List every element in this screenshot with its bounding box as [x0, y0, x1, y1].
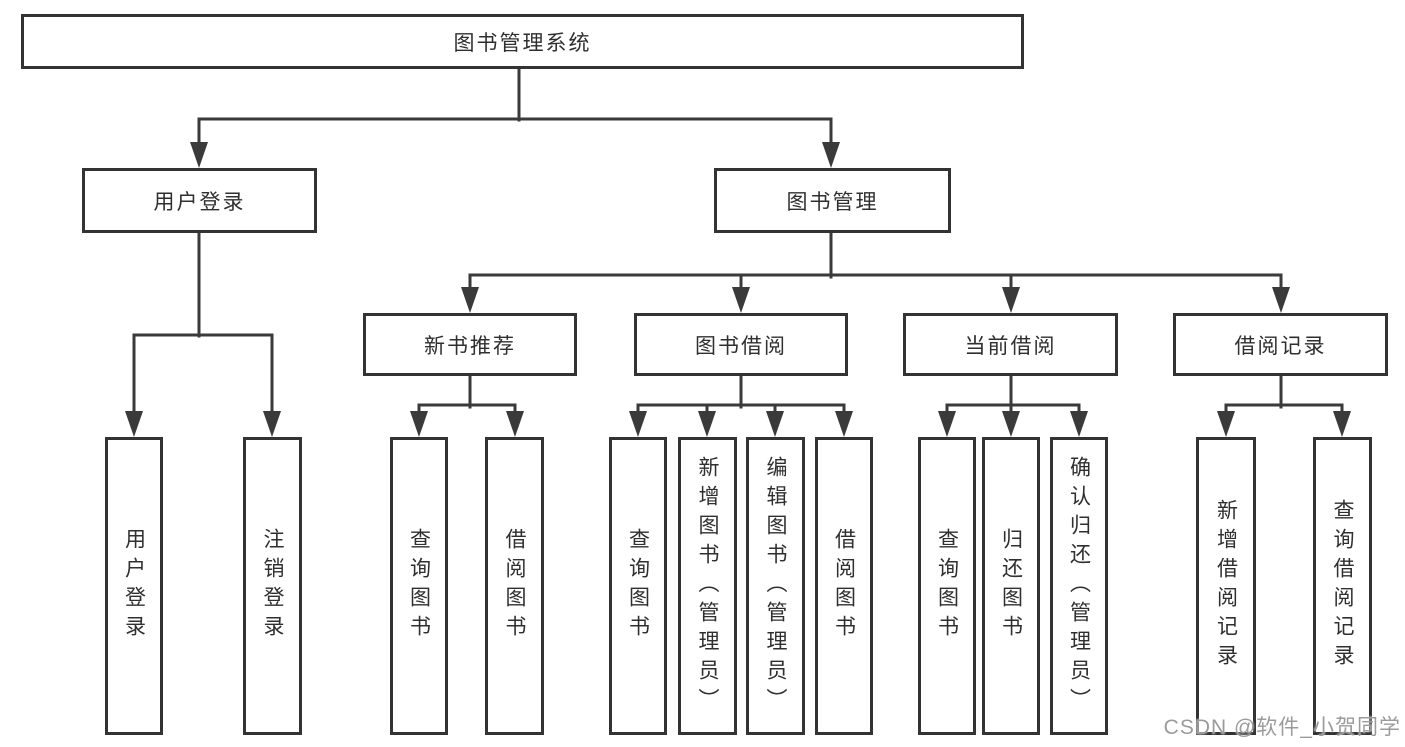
leaf-label: 查询图书 — [407, 528, 431, 644]
node-root-system: 图书管理系统 — [21, 14, 1024, 69]
leaf-label: 归还图书 — [999, 528, 1023, 644]
node-borrow-records: 借阅记录 — [1173, 313, 1388, 376]
leaf-query-books-1: 查询图书 — [390, 437, 448, 735]
leaf-label: 新增图书（管理员） — [696, 455, 719, 717]
leaf-query-books-3: 查询图书 — [918, 437, 976, 735]
leaf-label: 确认归还（管理员） — [1067, 455, 1091, 717]
connector-root-to-level2 — [190, 65, 840, 168]
leaf-return-books: 归还图书 — [982, 437, 1040, 735]
leaf-borrow-books-2: 借阅图书 — [815, 437, 873, 735]
leaf-label: 查询图书 — [626, 528, 650, 644]
node-root-label: 图书管理系统 — [453, 31, 592, 55]
leaf-label: 借阅图书 — [832, 528, 856, 644]
node-label: 图书借阅 — [695, 334, 787, 358]
leaf-label: 用户登录 — [122, 528, 146, 644]
leaf-borrow-books-1: 借阅图书 — [485, 437, 544, 735]
node-label: 用户登录 — [153, 190, 246, 214]
connector-borrowrecords-to-leaves — [1217, 372, 1351, 437]
leaf-user-login: 用户登录 — [105, 437, 163, 735]
node-label: 图书管理 — [786, 190, 879, 214]
connector-bookborrow-to-leaves — [629, 372, 853, 437]
connector-bookmgmt-to-level3 — [461, 229, 1290, 313]
node-user-login: 用户登录 — [82, 168, 317, 233]
connector-newbooks-to-leaves — [410, 372, 524, 437]
leaf-confirm-return-admin: 确认归还（管理员） — [1050, 437, 1108, 735]
leaf-add-borrow-record: 新增借阅记录 — [1196, 437, 1256, 735]
leaf-edit-books-admin: 编辑图书（管理员） — [746, 437, 805, 735]
connector-userlogin-to-leaves — [125, 229, 281, 437]
leaf-query-books-2: 查询图书 — [609, 437, 667, 735]
node-label: 借阅记录 — [1234, 334, 1327, 358]
node-label: 当前借阅 — [964, 334, 1057, 358]
leaf-label: 新增借阅记录 — [1214, 499, 1238, 673]
node-book-borrow: 图书借阅 — [634, 313, 848, 376]
node-label: 新书推荐 — [424, 334, 516, 358]
leaf-query-borrow-record: 查询借阅记录 — [1313, 437, 1372, 735]
leaf-label: 查询图书 — [935, 528, 959, 644]
node-new-book-recommend: 新书推荐 — [363, 313, 577, 376]
connector-currentborrow-to-leaves — [938, 372, 1088, 437]
leaf-label: 编辑图书（管理员） — [764, 455, 787, 717]
leaf-label: 查询借阅记录 — [1331, 499, 1354, 673]
leaf-label: 注销登录 — [261, 528, 284, 644]
leaf-logout: 注销登录 — [243, 437, 302, 735]
node-current-borrow: 当前借阅 — [903, 313, 1118, 376]
leaf-add-books-admin: 新增图书（管理员） — [678, 437, 737, 735]
node-book-management: 图书管理 — [714, 168, 951, 233]
leaf-label: 借阅图书 — [503, 528, 526, 644]
